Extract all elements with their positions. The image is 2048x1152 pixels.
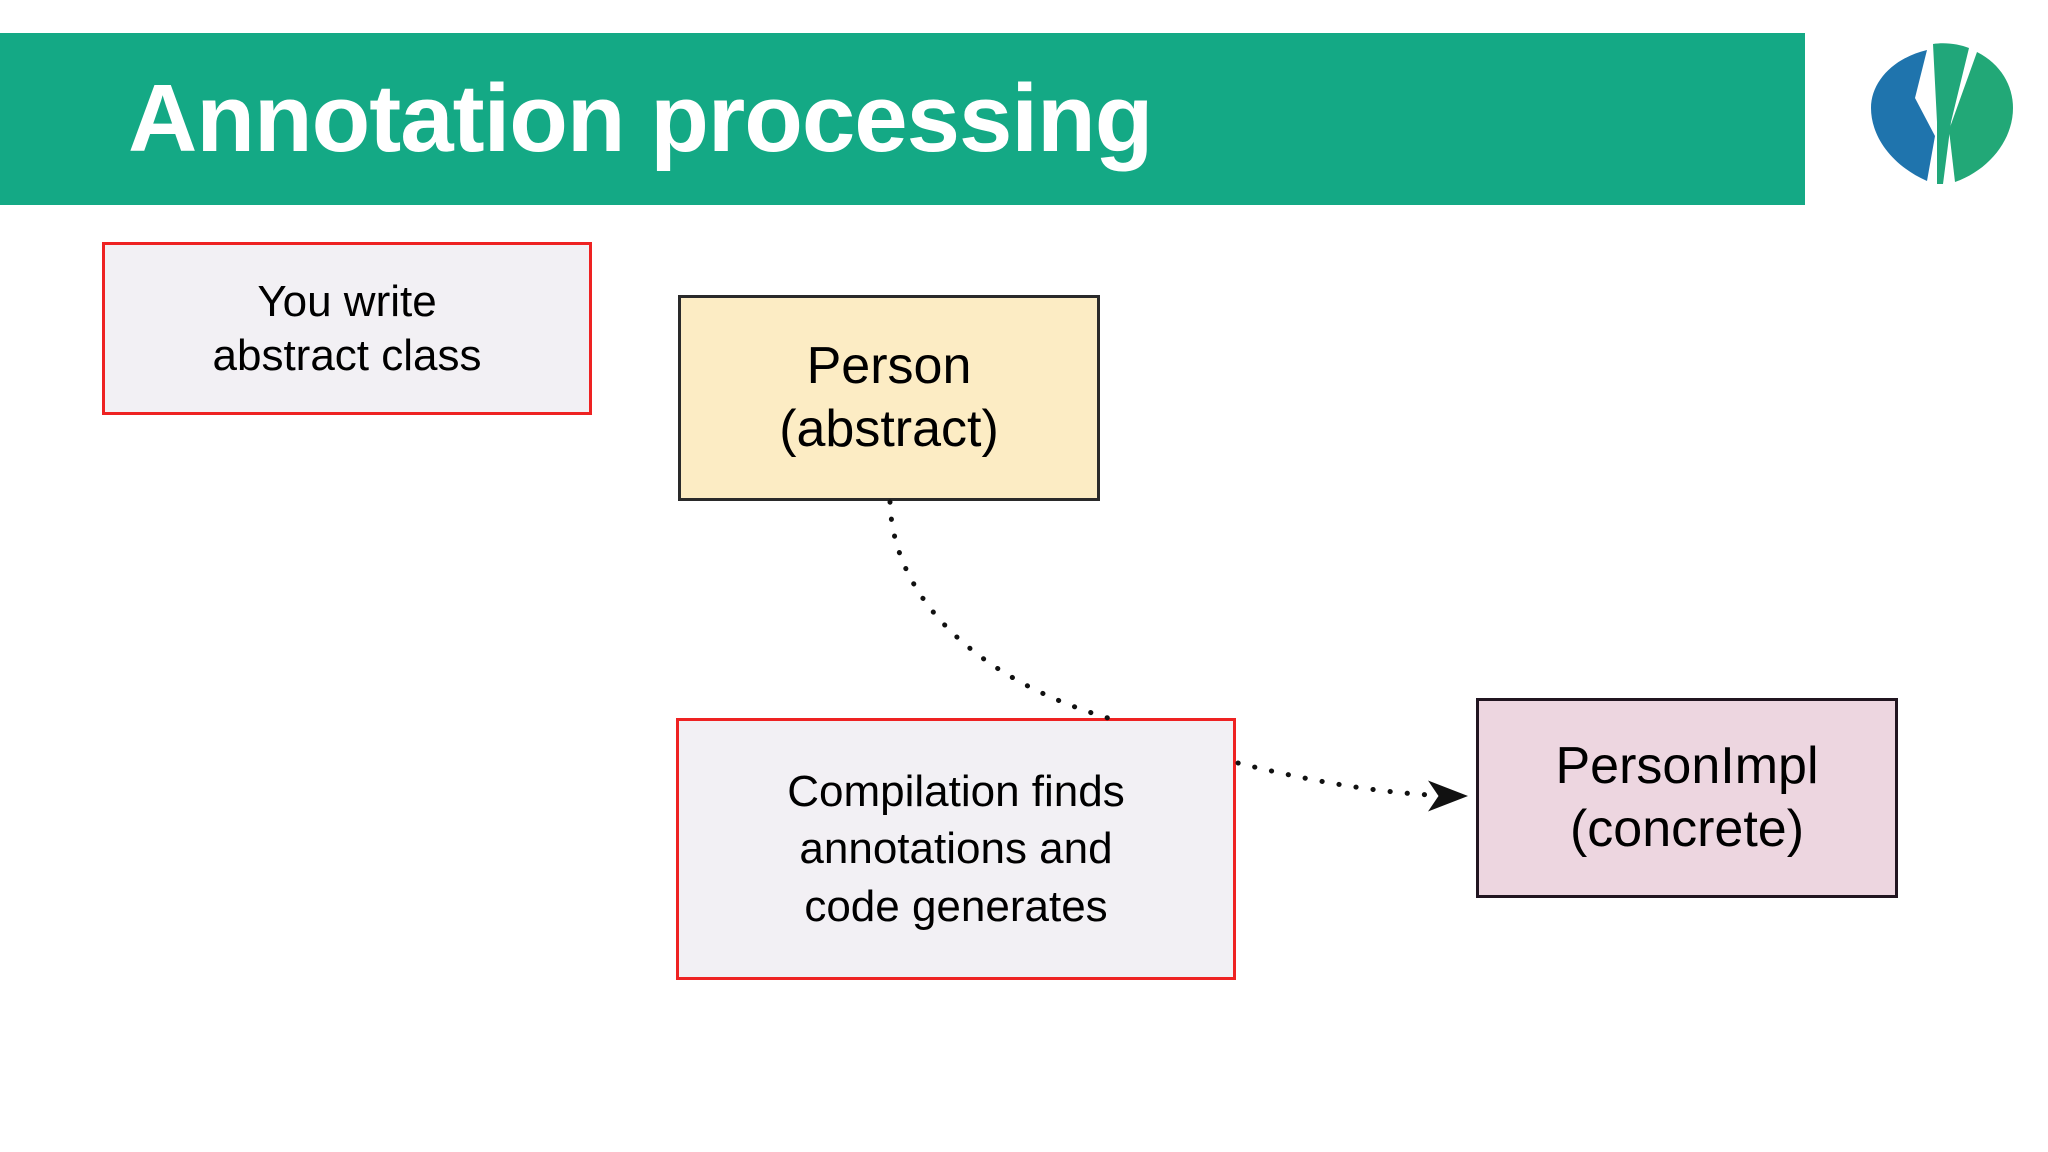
- note-line: Compilation finds: [787, 767, 1125, 817]
- class-box-person-impl: PersonImpl (concrete): [1476, 698, 1898, 898]
- header-bar: [0, 33, 1805, 205]
- note-line: annotations and: [799, 824, 1113, 874]
- class-stereotype: (concrete): [1569, 800, 1805, 858]
- logo-left-leaf-shape: [1871, 50, 1935, 181]
- connector-compilation-to-person-impl: [1235, 760, 1469, 812]
- class-name: Person: [806, 336, 972, 395]
- class-box-person: Person (abstract): [678, 295, 1100, 501]
- logo-icon: [1871, 43, 2013, 184]
- note-compilation: Compilation finds annotations and code g…: [676, 718, 1236, 980]
- note-line: abstract class: [212, 330, 482, 380]
- class-stereotype: (abstract): [779, 400, 999, 458]
- company-logo: [1855, 18, 2021, 184]
- connector-person-to-compilation: [887, 499, 1111, 721]
- class-name: PersonImpl: [1555, 736, 1819, 795]
- note-line: You write: [257, 276, 437, 326]
- note-line: code generates: [804, 881, 1108, 931]
- logo-center-wedge-shape: [1933, 43, 1969, 184]
- logo-right-leaf-shape: [1949, 52, 2013, 182]
- note-you-write: You write abstract class: [102, 242, 592, 415]
- page-title: Annotation processing: [128, 65, 1153, 172]
